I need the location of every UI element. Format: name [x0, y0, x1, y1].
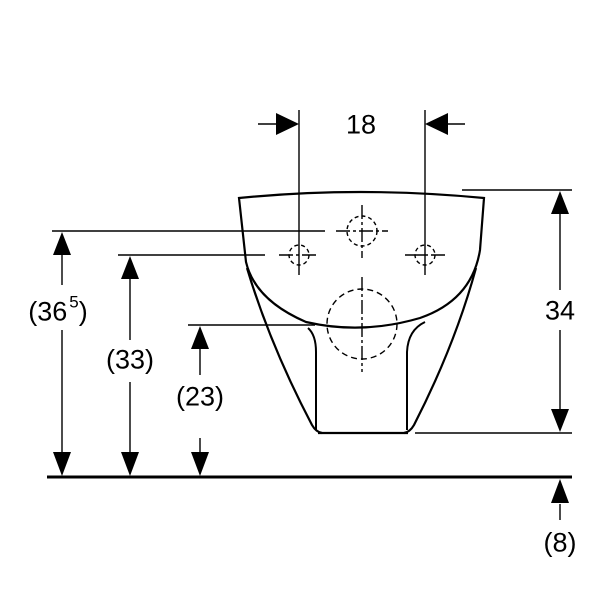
top-fixing-height-close: )	[78, 296, 88, 327]
arrow-up-icon	[121, 256, 139, 279]
arrow-up-icon	[53, 232, 71, 255]
arrow-up-icon	[551, 191, 569, 214]
arrow-right-icon	[276, 113, 299, 135]
pipe-spacing-label: 18	[345, 109, 377, 140]
top-fixing-height-superscript: 5	[69, 292, 79, 312]
toilet-bowl-outline	[237, 190, 486, 329]
pedestal-left	[307, 327, 317, 430]
arrow-down-icon	[191, 452, 209, 476]
side-fixing-height-label: (33)	[105, 344, 155, 375]
outlet-height-label: (23)	[175, 381, 225, 412]
arrow-down-icon	[551, 409, 569, 432]
toilet-body-right	[403, 267, 478, 435]
arrow-down-icon	[121, 452, 139, 476]
pedestal-right	[406, 321, 426, 430]
top-fixing-height-value: (36	[28, 296, 68, 327]
toilet-body-left	[245, 267, 323, 435]
arrow-down-icon	[53, 452, 71, 476]
arrow-up-icon	[551, 479, 569, 503]
total-height-label: 34	[544, 295, 576, 326]
arrow-up-icon	[191, 326, 209, 349]
arrow-left-icon	[425, 113, 448, 135]
floor-offset-label: (8)	[543, 527, 577, 558]
